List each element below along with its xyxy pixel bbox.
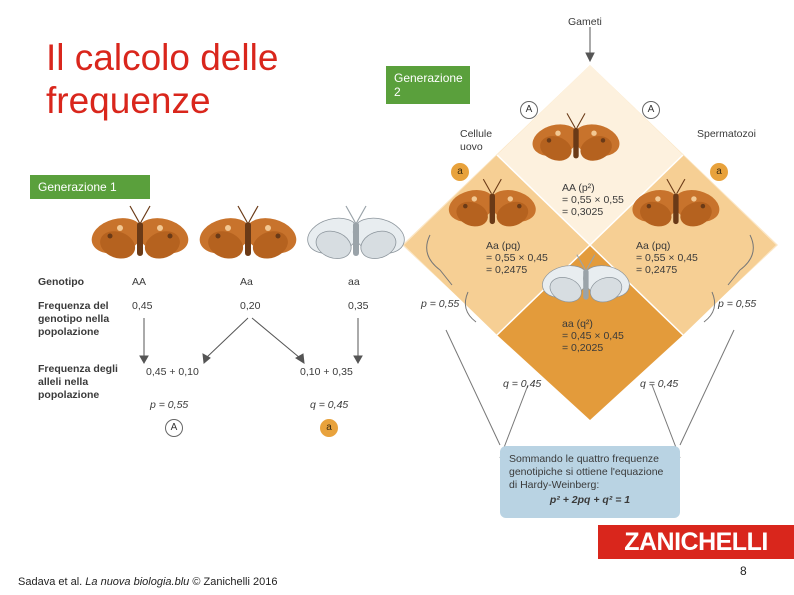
cell-aa: aa (q²) = 0,45 × 0,45 = 0,2025: [562, 318, 624, 354]
allele-frequency-row-label: Frequenza degli alleli nella popolazione: [38, 363, 134, 402]
q-right-label: q = 0,45: [640, 378, 678, 391]
cell-aa-result: = 0,2025: [562, 342, 624, 354]
spermatozoi-label: Spermatozoi: [697, 128, 756, 141]
genotype-AA: AA: [132, 276, 146, 289]
frequency-Aa: 0,20: [240, 300, 260, 313]
cell-AA: AA (p²) = 0,55 × 0,55 = 0,3025: [562, 182, 624, 218]
footer-citation: Sadava et al. La nuova biologia.blu © Za…: [18, 576, 277, 588]
cell-Aa-left-calc: = 0,55 × 0,45: [486, 252, 548, 264]
summary-text: Sommando le quattro frequenze genotipich…: [509, 453, 671, 492]
cell-Aa-left: Aa (pq) = 0,55 × 0,45 = 0,2475: [486, 240, 548, 276]
p-left-label: p = 0,55: [421, 298, 459, 311]
genotype-aa: aa: [348, 276, 360, 289]
genotype-row-label: Genotipo: [38, 276, 84, 289]
frequency-aa: 0,35: [348, 300, 368, 313]
p-right-label: p = 0,55: [718, 298, 756, 311]
allele-a-badge: a: [320, 419, 338, 437]
q-left-label: q = 0,45: [503, 378, 541, 391]
cell-Aa-right-title: Aa (pq): [636, 240, 698, 252]
cellule-uovo-label: Cellule uovo: [460, 128, 504, 154]
cell-aa-calc: = 0,45 × 0,45: [562, 330, 624, 342]
hardy-weinberg-summary: Sommando le quattro frequenze genotipich…: [500, 446, 680, 518]
footer-authors: Sadava et al.: [18, 576, 85, 588]
cell-Aa-right-calc: = 0,55 × 0,45: [636, 252, 698, 264]
cell-Aa-left-title: Aa (pq): [486, 240, 548, 252]
frequency-AA: 0,45: [132, 300, 152, 313]
genotype-Aa: Aa: [240, 276, 253, 289]
cell-AA-title: AA (p²): [562, 182, 624, 194]
butterfly-gen2-aa-icon: [539, 255, 633, 307]
cell-AA-result: = 0,3025: [562, 206, 624, 218]
footer-book: La nuova biologia.blu: [85, 576, 189, 588]
butterfly-aa-icon: [304, 206, 409, 263]
cell-aa-title: aa (q²): [562, 318, 624, 330]
hardy-weinberg-equation: p² + 2pq + q² = 1: [509, 494, 671, 507]
footer-publisher: © Zanichelli 2016: [189, 576, 277, 588]
butterfly-gen2-Aa-right-icon: [629, 179, 723, 231]
cell-Aa-right-result: = 0,2475: [636, 264, 698, 276]
gameti-label: Gameti: [568, 16, 602, 29]
q-value: q = 0,45: [310, 399, 348, 412]
zanichelli-logo: ZANICHELLI: [598, 525, 794, 559]
gen2-allele-A-top-left: A: [520, 101, 538, 119]
sum-allele-a: 0,10 + 0,35: [300, 366, 353, 379]
butterfly-gen2-Aa-left-icon: [445, 179, 539, 231]
cell-Aa-left-result: = 0,2475: [486, 264, 548, 276]
page-number: 8: [740, 564, 747, 578]
gen2-allele-a-right: a: [710, 163, 728, 181]
butterfly-AA-icon: [88, 206, 193, 263]
p-value: p = 0,55: [150, 399, 188, 412]
gen2-allele-A-top-right: A: [642, 101, 660, 119]
cell-Aa-right: Aa (pq) = 0,55 × 0,45 = 0,2475: [636, 240, 698, 276]
allele-A-badge: A: [165, 419, 183, 437]
cell-AA-calc: = 0,55 × 0,55: [562, 194, 624, 206]
butterfly-gen2-AA-icon: [529, 113, 623, 165]
butterfly-Aa-icon: [196, 206, 301, 263]
gen2-allele-a-left: a: [451, 163, 469, 181]
genotype-frequency-row-label: Frequenza del genotipo nella popolazione: [38, 300, 134, 339]
sum-allele-A: 0,45 + 0,10: [146, 366, 199, 379]
